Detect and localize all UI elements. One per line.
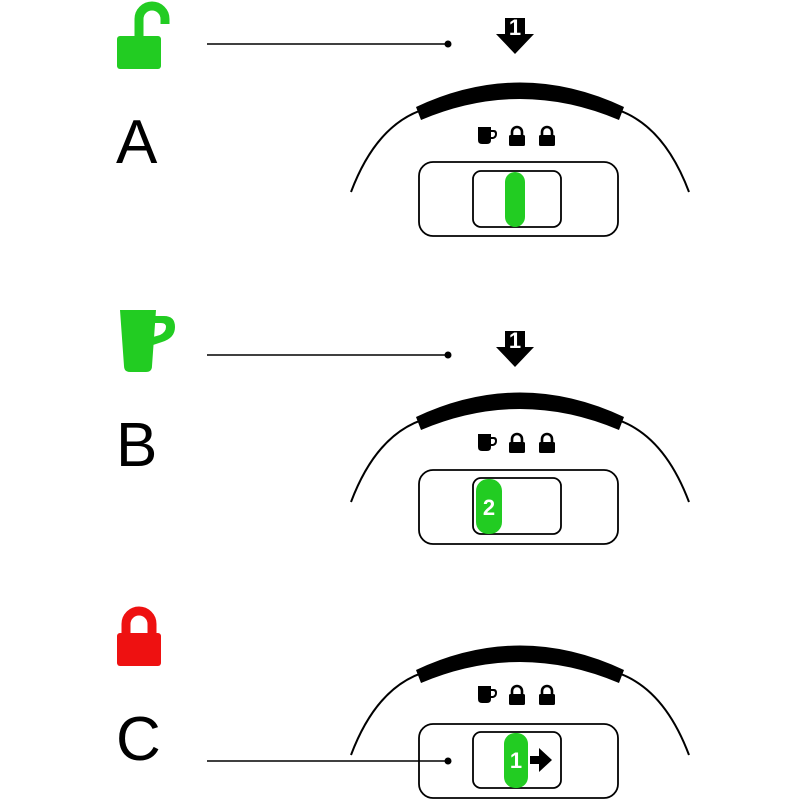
panel-letter: A — [116, 108, 158, 177]
unlocked-padlock-icon — [117, 1, 170, 69]
arrow-right-icon — [530, 748, 552, 772]
leader-dot — [444, 757, 452, 765]
lid-band — [416, 82, 624, 120]
lid-band — [416, 392, 624, 430]
panel-b: B 1 2 — [116, 310, 690, 545]
padlock-icon — [507, 684, 527, 707]
slider-track — [472, 170, 562, 228]
slider-track — [472, 477, 562, 535]
slider-knob[interactable] — [476, 479, 502, 534]
device-body-arc — [350, 105, 690, 193]
press-down-arrow-icon: 1 — [496, 328, 534, 367]
panel-a: A 1 — [116, 1, 690, 237]
mode-icons — [478, 684, 557, 707]
slider-knob[interactable] — [505, 172, 525, 227]
device-body-arc — [350, 415, 690, 503]
padlock-icon — [507, 432, 527, 455]
mode-icons — [478, 125, 557, 148]
padlock-icon — [507, 125, 527, 148]
leader-dot — [444, 351, 452, 359]
slider-knob-label: 1 — [510, 748, 522, 773]
device-body-arc — [350, 668, 690, 756]
press-arrow-label: 1 — [509, 328, 521, 353]
cup-icon — [478, 127, 497, 144]
press-down-arrow-icon: 1 — [496, 15, 534, 54]
cup-icon — [120, 310, 175, 372]
slider-outer-frame — [418, 469, 619, 545]
panel-letter: B — [116, 411, 157, 480]
padlock-icon — [537, 432, 557, 455]
locked-padlock-icon — [117, 606, 161, 666]
cup-icon — [478, 686, 497, 703]
padlock-icon — [537, 125, 557, 148]
panel-letter: C — [116, 705, 161, 774]
slider-knob-label: 2 — [483, 495, 495, 520]
padlock-icon — [537, 684, 557, 707]
cup-icon — [478, 434, 497, 451]
mode-icons — [478, 432, 557, 455]
slider-outer-frame — [418, 723, 619, 799]
slider-outer-frame — [418, 161, 619, 237]
panel-c: C 1 — [116, 606, 690, 799]
press-arrow-label: 1 — [509, 15, 521, 40]
lid-band — [416, 645, 624, 683]
leader-dot — [444, 40, 452, 48]
slider-knob[interactable] — [504, 733, 528, 788]
